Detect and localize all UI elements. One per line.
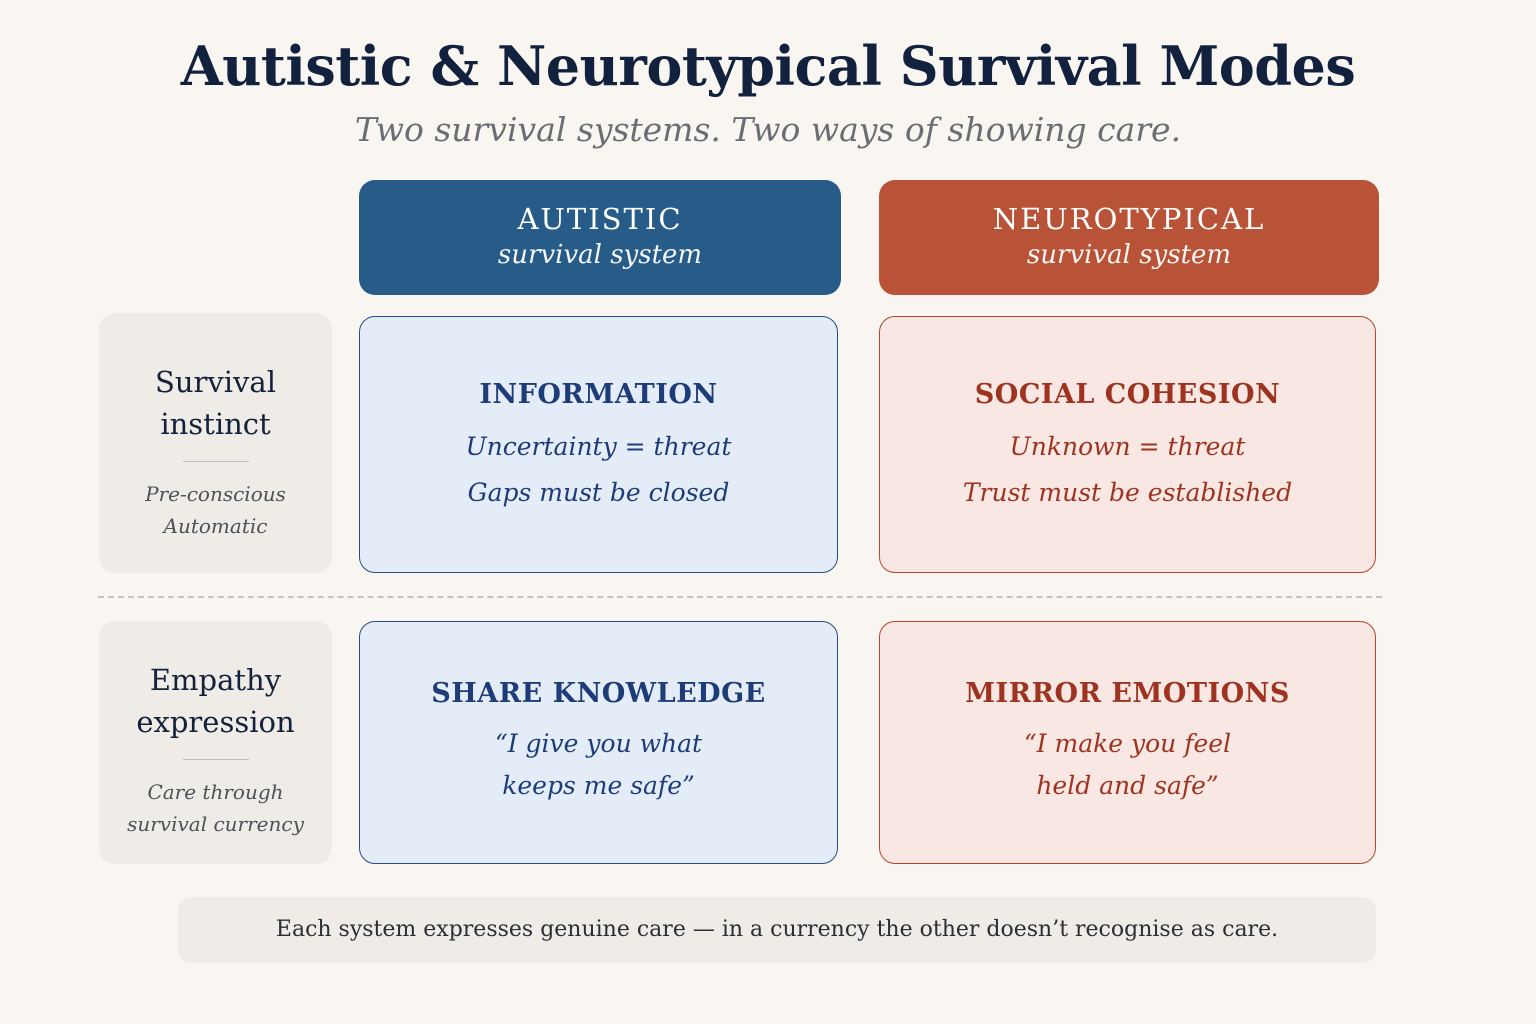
page-title: Autistic & Neurotypical Survival Modes	[180, 34, 1356, 98]
cell-line: “I make you feel	[1023, 729, 1232, 758]
row-label-note: Pre-conscious	[145, 482, 286, 506]
row-divider	[98, 596, 1382, 598]
row-label-note: Care through	[147, 780, 284, 804]
cell-line: Gaps must be closed	[467, 478, 730, 507]
cell-line: held and safe”	[1036, 771, 1219, 800]
cell-title: INFORMATION	[479, 379, 718, 410]
row-label-note: Automatic	[163, 514, 268, 538]
row-label-divider	[182, 759, 249, 760]
cell-line: “I give you what	[494, 729, 703, 758]
cell-title: SOCIAL COHESION	[974, 379, 1281, 410]
cell-line: Trust must be established	[962, 478, 1293, 507]
row-label-note: survival currency	[127, 812, 304, 836]
column-header-subtitle: survival system	[1026, 240, 1232, 270]
cell-title: MIRROR EMOTIONS	[965, 678, 1290, 709]
page-subtitle: Two survival systems. Two ways of showin…	[354, 110, 1182, 149]
row-label-empathy-expression: Empathy expression Care through survival…	[99, 621, 332, 864]
column-header-title: NEUROTYPICAL	[992, 202, 1266, 236]
row-label-title: Survival instinct	[154, 365, 276, 441]
cell-title: SHARE KNOWLEDGE	[431, 678, 766, 709]
row-label-divider	[182, 461, 249, 462]
cell-neurotypical-survival-instinct: SOCIAL COHESION Unknown = threat Trust m…	[879, 316, 1376, 573]
column-header-autistic: AUTISTIC survival system	[359, 180, 841, 295]
column-header-neurotypical: NEUROTYPICAL survival system	[879, 180, 1379, 295]
cell-line: keeps me safe”	[502, 771, 695, 800]
column-header-title: AUTISTIC	[517, 202, 683, 236]
column-header-subtitle: survival system	[497, 240, 703, 270]
cell-neurotypical-empathy-expression: MIRROR EMOTIONS “I make you feel held an…	[879, 621, 1376, 864]
cell-autistic-empathy-expression: SHARE KNOWLEDGE “I give you what keeps m…	[359, 621, 838, 864]
cell-line: Unknown = threat	[1009, 432, 1246, 461]
footer-note: Each system expresses genuine care — in …	[178, 897, 1376, 963]
cell-line: Uncertainty = threat	[465, 432, 732, 461]
cell-autistic-survival-instinct: INFORMATION Uncertainty = threat Gaps mu…	[359, 316, 838, 573]
row-label-title: Empathy expression	[136, 663, 295, 739]
row-label-survival-instinct: Survival instinct Pre-conscious Automati…	[99, 313, 332, 573]
